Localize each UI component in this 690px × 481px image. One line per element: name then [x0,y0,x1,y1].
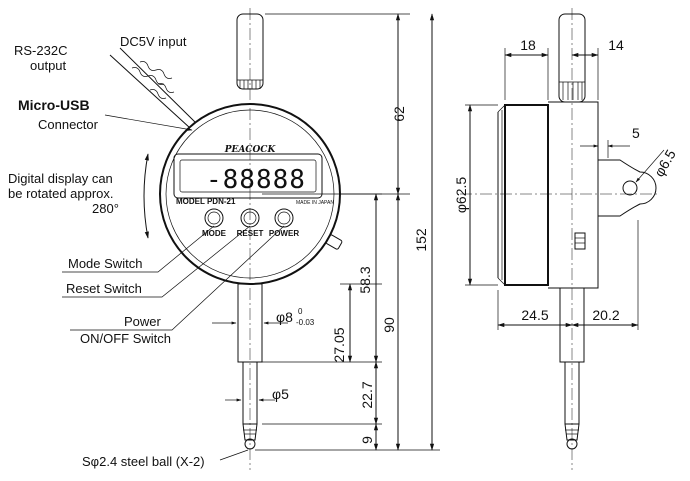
dim-24-5: 24.5 [521,307,548,323]
lcd-display: PEACOCK -88888 MODEL PDN-21 MADE IN JAPA… [173,145,334,206]
dim-27-05: 27.05 [331,327,347,362]
power-switch[interactable]: POWER [269,208,299,238]
steel-ball-label: Sφ2.4 steel ball (X-2) [82,454,205,469]
dim-spindle-dia: φ5 [272,386,289,402]
display-rotation-label-3: 280° [92,201,119,216]
mode-switch-label: Mode Switch [68,256,142,271]
cable-lines [109,47,196,129]
dim-18: 18 [520,37,536,53]
micro-usb-label-1: Micro-USB [18,97,90,113]
power-label-2: ON/OFF Switch [80,331,171,346]
dim-22-7: 22.7 [359,381,375,408]
rs232c-label-2: output [30,58,67,73]
front-callouts: RS-232C output DC5V input Micro-USB Conn… [8,34,285,469]
micro-usb-label-2: Connector [38,117,99,132]
dim-5: 5 [632,125,640,141]
model-label: MODEL PDN-21 [176,197,236,206]
dim-58-3: 58.3 [357,266,373,293]
rs232c-label-1: RS-232C [14,43,67,58]
side-dimensions: 18 14 5 φ6.5 φ62.5 24.5 20.2 [453,37,679,330]
mode-switch[interactable]: MODE [202,208,227,238]
side-knob [325,234,343,250]
dim-20-2: 20.2 [592,307,619,323]
dc5v-label: DC5V input [120,34,187,49]
dim-stem-dia: φ8 [276,309,293,325]
made-in-label: MADE IN JAPAN [296,200,334,206]
lcd-digits: -88888 [206,165,306,195]
dim-stem-tol-upper: 0 [298,307,303,316]
power-button-label: POWER [269,229,299,238]
dim-14: 14 [608,37,624,53]
dim-9: 9 [359,436,375,444]
dim-diameter: φ62.5 [453,177,469,214]
dim-90: 90 [381,317,397,333]
dim-152: 152 [413,228,429,252]
side-view [460,8,660,470]
mode-button-label: MODE [202,229,227,238]
reset-switch-label: Reset Switch [66,281,142,296]
front-dimensions: 62 152 58.3 90 27.05 22.7 9 φ8 0 -0.03 φ… [212,13,440,451]
side-knob-side [574,232,586,250]
front-view: PEACOCK -88888 MODEL PDN-21 MADE IN JAPA… [109,8,343,470]
dim-62: 62 [391,106,407,122]
dim-stem-tol-lower: -0.03 [296,318,315,327]
power-label-1: Power [124,314,162,329]
dim-lug-hole: φ6.5 [651,147,679,180]
display-rotation-label-1: Digital display can [8,171,113,186]
display-rotation-label-2: be rotated approx. [8,186,114,201]
mounting-lug-hole [622,180,638,196]
